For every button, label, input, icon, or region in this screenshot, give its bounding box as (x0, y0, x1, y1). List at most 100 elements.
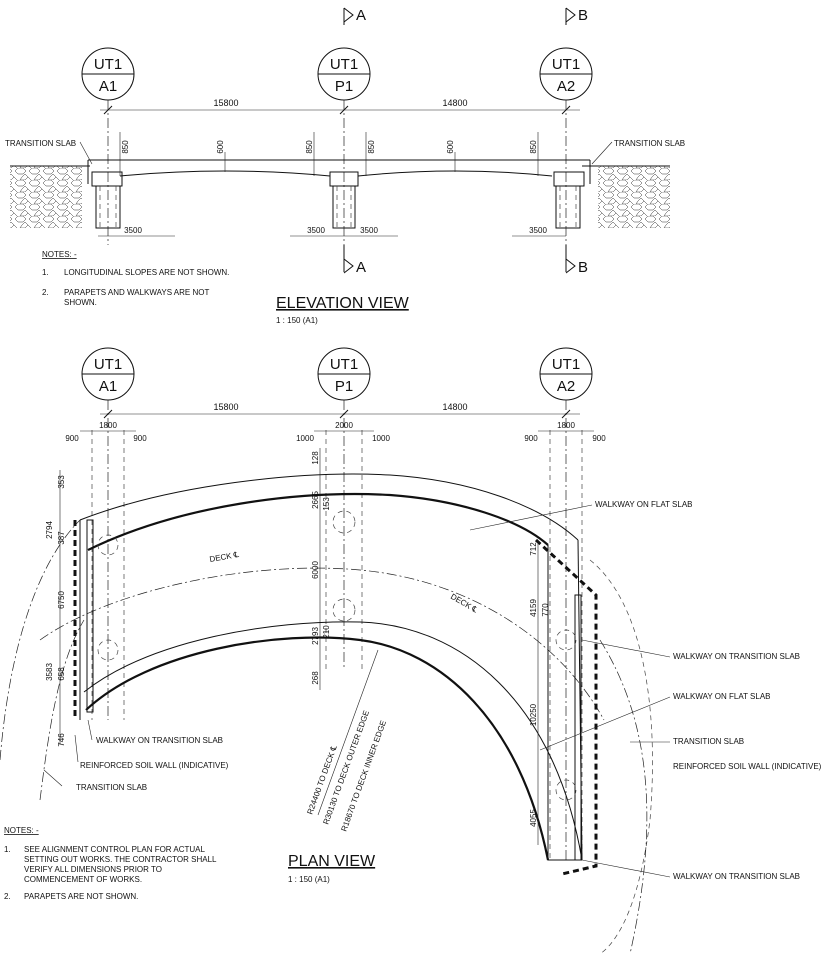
centre-dim: 6000 (311, 561, 320, 579)
plan-notes: NOTES: - 1. SEE ALIGNMENT CONTROL PLAN F… (4, 826, 217, 901)
elevation-notes: NOTES: - 1. LONGITUDINAL SLOPES ARE NOT … (42, 250, 229, 307)
side-dim: 6750 (57, 591, 66, 609)
section-b-label: B (578, 7, 588, 24)
centre-dim: 2665 (311, 491, 320, 509)
deck-inner-walkway-edge (85, 636, 550, 861)
note-number: 1. (42, 268, 49, 277)
notes-heading: NOTES: - (42, 250, 77, 259)
walkway-transition-slab-label: WALKWAY ON TRANSITION SLAB (673, 652, 800, 661)
plan-span-dimensions: 15800 14800 (100, 402, 580, 419)
length-dimensions: 3500 3500 3500 3500 (98, 226, 566, 237)
walkway-transition-slab-label: WALKWAY ON TRANSITION SLAB (96, 736, 223, 745)
width-dim: 900 (65, 434, 79, 443)
walkway-flat-slab-label: WALKWAY ON FLAT SLAB (595, 500, 693, 509)
side-dim: 2794 (45, 521, 54, 539)
width-dim: 900 (524, 434, 538, 443)
plan-view-title: PLAN VIEW (288, 853, 376, 870)
width-dim: 2000 (335, 421, 353, 430)
right-dim: 4159 (529, 599, 538, 617)
right-dim: 770 (541, 603, 550, 617)
reinforced-soil-wall-label: REINFORCED SOIL WALL (INDICATIVE) (673, 762, 822, 771)
plan-view-scale: 1 : 150 (A1) (288, 875, 330, 884)
depth-dim: 600 (446, 140, 455, 154)
width-dim: 900 (592, 434, 606, 443)
plan-span-1-label: 15800 (213, 402, 238, 412)
section-marker-b-bottom: B (565, 245, 588, 276)
section-a-label: A (356, 259, 366, 276)
grid-bubble-a2-plan: UT1 A2 (539, 347, 593, 401)
centre-dimensions: 128 2665 153 6000 2793 210 268 (311, 448, 331, 690)
deck-cl-label: DECK ℄ (209, 550, 241, 564)
length-dim: 3500 (124, 226, 142, 235)
transition-slab-label-right: TRANSITION SLAB (614, 139, 685, 148)
grid-p1-top: UT1 (330, 56, 358, 73)
right-dim: 10250 (529, 703, 538, 726)
length-dim: 3500 (360, 226, 378, 235)
width-dim: 1800 (557, 421, 575, 430)
section-b-label: B (578, 259, 588, 276)
depth-dim: 850 (367, 140, 376, 154)
left-side-dimensions: 353 2794 387 6750 3583 658 746 (45, 470, 66, 747)
reinforced-soil-wall-label: REINFORCED SOIL WALL (INDICATIVE) (80, 761, 229, 770)
deck-outer-walkway-edge (87, 492, 549, 551)
depth-dim: 850 (121, 140, 130, 154)
transition-slab-label: TRANSITION SLAB (673, 737, 744, 746)
right-dim: 4055 (529, 809, 538, 827)
soil-hatch-right (598, 166, 670, 228)
grid-p1-bottom: P1 (335, 378, 353, 395)
centre-dim: 210 (322, 625, 331, 639)
side-dim: 658 (57, 667, 66, 681)
pier-width-dimensions: 900 1800 900 1000 2000 1000 900 1800 900 (65, 421, 606, 443)
pier-p1 (329, 171, 359, 229)
side-dim: 746 (57, 733, 66, 747)
walkway-transition-slab-label: WALKWAY ON TRANSITION SLAB (673, 872, 800, 881)
note-line: SEE ALIGNMENT CONTROL PLAN FOR ACTUAL (24, 845, 205, 854)
grid-p1-bottom: P1 (335, 78, 353, 95)
abutment-a2 (553, 171, 585, 229)
curved-deck-plan (39, 473, 605, 861)
right-dim: 712 (529, 542, 538, 556)
centre-dim: 153 (322, 497, 331, 511)
note-line: PARAPETS AND WALKWAYS ARE NOT (64, 288, 209, 297)
side-dim: 353 (57, 475, 66, 489)
side-dim: 387 (57, 531, 66, 545)
grid-a2-top: UT1 (552, 356, 580, 373)
deck-outer-edge (79, 473, 579, 541)
deck-cl-label: DECK ℄ (449, 592, 480, 615)
grid-bubble-a2: UT1 A2 (539, 47, 593, 101)
section-marker-a-top: A (343, 7, 366, 25)
section-marker-a-bottom: A (343, 245, 366, 276)
elevation-view-scale: 1 : 150 (A1) (276, 316, 318, 325)
grid-a2-top: UT1 (552, 56, 580, 73)
centre-dim: 128 (311, 451, 320, 465)
grid-p1-top: UT1 (330, 356, 358, 373)
note-line: COMMENCEMENT OF WORKS. (24, 875, 142, 884)
length-dim: 3500 (529, 226, 547, 235)
note-line: VERIFY ALL DIMENSIONS PRIOR TO (24, 865, 162, 874)
span-2-label: 14800 (442, 98, 467, 108)
side-dim: 3583 (45, 663, 54, 681)
grid-a1-top: UT1 (94, 356, 122, 373)
grid-a2-bottom: A2 (557, 378, 575, 395)
centre-dim: 2793 (311, 627, 320, 645)
note-line: SHOWN. (64, 298, 97, 307)
section-a-label: A (356, 7, 366, 24)
depth-dim: 850 (529, 140, 538, 154)
elevation-view: A B UT1 A1 UT1 P1 UT1 A2 (5, 7, 685, 325)
deck-centreline (39, 567, 605, 721)
notes-heading: NOTES: - (4, 826, 39, 835)
grid-a1-top: UT1 (94, 56, 122, 73)
note-line: SETTING OUT WORKS. THE CONTRACTOR SHALL (24, 855, 217, 864)
note-number: 1. (4, 845, 11, 854)
transition-slab-label: TRANSITION SLAB (76, 783, 147, 792)
plan-view: UT1 A1 UT1 P1 UT1 A2 (0, 347, 822, 954)
span-1-label: 15800 (213, 98, 238, 108)
length-dim: 3500 (307, 226, 325, 235)
grid-bubble-p1-plan: UT1 P1 (317, 347, 371, 401)
grid-a1-bottom: A1 (99, 78, 117, 95)
note-line: LONGITUDINAL SLOPES ARE NOT SHOWN. (64, 268, 229, 277)
depth-dim: 600 (216, 140, 225, 154)
centre-dim: 268 (311, 671, 320, 685)
section-marker-b-top: B (565, 7, 588, 25)
